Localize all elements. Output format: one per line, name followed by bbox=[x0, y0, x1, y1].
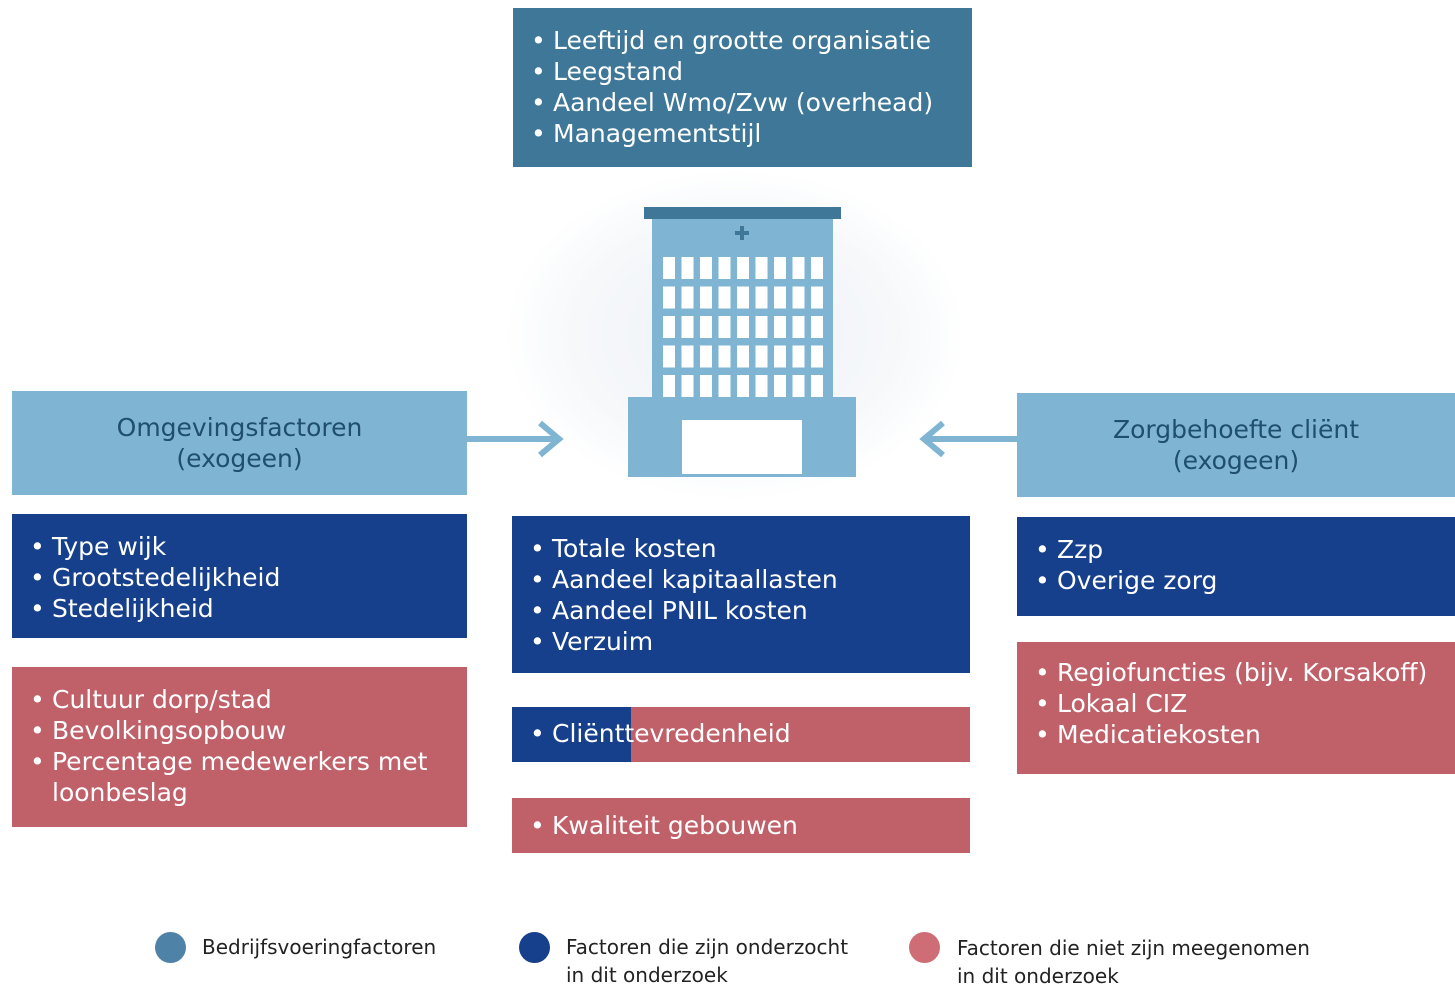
omgevingsfactoren-onderzocht-box: Type wijk Grootstedelijkheid Stedelijkhe… bbox=[12, 514, 467, 638]
building-window bbox=[774, 345, 786, 368]
building-window bbox=[681, 257, 694, 279]
building-window bbox=[700, 375, 712, 397]
building-window bbox=[663, 345, 675, 368]
list-item: Percentage medewerkers met loonbeslag bbox=[30, 746, 447, 808]
legend-label-onderzocht: Factoren die zijn onderzocht in dit onde… bbox=[566, 935, 849, 987]
list-item: Kwaliteit gebouwen bbox=[530, 810, 970, 841]
list-item: Overige zorg bbox=[1035, 565, 1455, 596]
building-window bbox=[663, 286, 675, 309]
list-item: Aandeel kapitaallasten bbox=[530, 564, 970, 595]
list-item: Aandeel Wmo/Zvw (overhead) bbox=[531, 87, 972, 118]
list-item: Lokaal CIZ bbox=[1035, 688, 1455, 719]
building-window bbox=[755, 286, 768, 309]
building-window bbox=[700, 286, 712, 309]
building-window bbox=[811, 375, 823, 397]
building-window bbox=[718, 345, 731, 368]
building-window bbox=[737, 316, 749, 338]
building-window bbox=[737, 375, 749, 397]
building-window bbox=[681, 316, 694, 338]
arrow-left-icon bbox=[919, 420, 1019, 458]
building-window bbox=[681, 345, 694, 368]
building-window bbox=[755, 375, 768, 397]
healthcare-building-icon bbox=[505, 170, 965, 500]
zorgbehoefte-niet-meegenomen-box: Regiofuncties (bijv. Korsakoff) Lokaal C… bbox=[1017, 642, 1455, 774]
bedrijfsvoering-list: Leeftijd en grootte organisatie Leegstan… bbox=[531, 25, 972, 149]
building-window bbox=[811, 345, 823, 368]
legend-dot-niet-meegenomen bbox=[909, 932, 940, 963]
building-window bbox=[718, 375, 731, 397]
zorgbehoefte-title: Zorgbehoefte cliënt bbox=[1112, 415, 1360, 444]
list-item: Zzp bbox=[1035, 534, 1455, 565]
building-window bbox=[792, 316, 805, 338]
building-window bbox=[811, 316, 823, 338]
omgevingsfactoren-header: Omgevingsfactoren (exogeen) bbox=[12, 391, 467, 495]
building-window bbox=[737, 257, 749, 279]
kwaliteit-gebouwen-box: Kwaliteit gebouwen bbox=[512, 798, 970, 853]
building-window bbox=[755, 316, 768, 338]
building-window bbox=[774, 375, 786, 397]
list-item: Cultuur dorp/stad bbox=[30, 684, 447, 715]
legend-dot-bedrijfsvoering bbox=[155, 932, 186, 963]
building-window bbox=[681, 286, 694, 309]
building-window bbox=[681, 375, 694, 397]
legend-dot-onderzocht bbox=[519, 932, 550, 963]
building-window bbox=[663, 316, 675, 338]
building-window bbox=[718, 316, 731, 338]
building-window bbox=[811, 257, 823, 279]
building-window bbox=[737, 286, 749, 309]
building-window bbox=[811, 286, 823, 309]
list-item: Grootstedelijkheid bbox=[30, 562, 467, 593]
list-item: Managementstijl bbox=[531, 118, 972, 149]
list-item: Verzuim bbox=[530, 626, 970, 657]
zorgbehoefte-onderzocht-box: Zzp Overige zorg bbox=[1017, 517, 1455, 616]
omgevingsfactoren-title: Omgevingsfactoren bbox=[116, 413, 363, 442]
building-window bbox=[700, 316, 712, 338]
list-item: Medicatiekosten bbox=[1035, 719, 1455, 750]
omgevingsfactoren-subtitle: (exogeen) bbox=[176, 444, 303, 473]
building-window bbox=[718, 257, 731, 279]
omgevingsfactoren-niet-meegenomen-box: Cultuur dorp/stad Bevolkingsopbouw Perce… bbox=[12, 667, 467, 827]
building-window bbox=[792, 286, 805, 309]
zorgbehoefte-header: Zorgbehoefte cliënt (exogeen) bbox=[1017, 393, 1455, 497]
list-item: Stedelijkheid bbox=[30, 593, 467, 624]
building-window bbox=[700, 257, 712, 279]
building-window bbox=[663, 257, 675, 279]
legend-label-niet-meegenomen: Factoren die niet zijn meegenomen in dit… bbox=[957, 936, 1310, 988]
list-item: Type wijk bbox=[30, 531, 467, 562]
arrow-right-icon bbox=[466, 420, 564, 458]
building-window bbox=[774, 286, 786, 309]
clienttevredenheid-box: Cliënttevredenheid bbox=[512, 707, 970, 762]
building-window bbox=[774, 257, 786, 279]
building-window bbox=[700, 345, 712, 368]
list-item: Bevolkingsopbouw bbox=[30, 715, 447, 746]
zorgbehoefte-subtitle: (exogeen) bbox=[1172, 446, 1300, 475]
building-window bbox=[792, 257, 805, 279]
building-window bbox=[774, 316, 786, 338]
centrale-onderzocht-box: Totale kosten Aandeel kapitaallasten Aan… bbox=[512, 516, 970, 673]
building-window bbox=[792, 345, 805, 368]
building-window bbox=[718, 286, 731, 309]
list-item: Leegstand bbox=[531, 56, 972, 87]
list-item: Cliënttevredenheid bbox=[530, 718, 970, 749]
building-window bbox=[663, 375, 675, 397]
building-window bbox=[792, 375, 805, 397]
list-item: Regiofuncties (bijv. Korsakoff) bbox=[1035, 657, 1455, 688]
list-item: Aandeel PNIL kosten bbox=[530, 595, 970, 626]
list-item: Leeftijd en grootte organisatie bbox=[531, 25, 972, 56]
building-window bbox=[755, 345, 768, 368]
bedrijfsvoering-box: Leeftijd en grootte organisatie Leegstan… bbox=[513, 8, 972, 167]
list-item: Totale kosten bbox=[530, 533, 970, 564]
legend-label-bedrijfsvoering: Bedrijfsvoeringfactoren bbox=[202, 935, 437, 959]
building-window bbox=[737, 345, 749, 368]
building-window bbox=[755, 257, 768, 279]
